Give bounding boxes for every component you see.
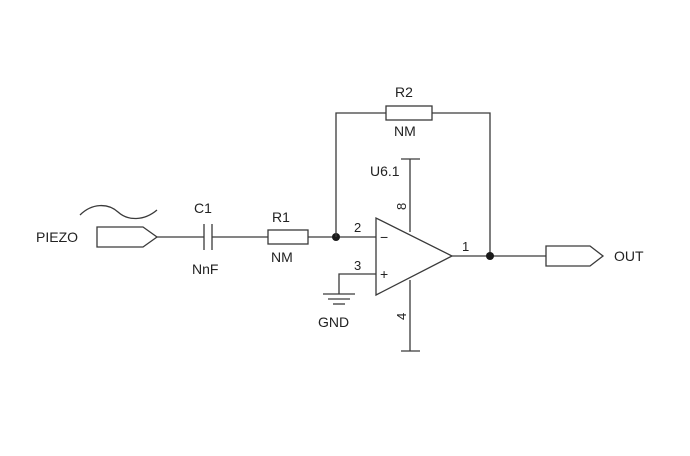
opamp-ref: U6.1 <box>370 163 400 179</box>
pin-2-label: 2 <box>354 220 361 235</box>
c1-ref: C1 <box>194 200 212 216</box>
wire-noninverting-gnd <box>338 273 376 294</box>
piezo-wave-icon <box>79 204 158 220</box>
input-port-shape <box>96 226 159 248</box>
r1-ref: R1 <box>272 209 290 225</box>
pin-3-label: 3 <box>354 258 361 273</box>
r2-ref: R2 <box>395 84 413 100</box>
output-port-shape <box>545 245 605 267</box>
r2-value: NM <box>394 123 416 139</box>
opamp-noninverting-symbol: + <box>380 266 388 282</box>
c1-value: NnF <box>192 261 218 277</box>
node-output <box>486 252 494 260</box>
ground-label: GND <box>318 314 349 330</box>
pin-8-label: 8 <box>394 203 409 210</box>
input-port-label: PIEZO <box>36 229 78 245</box>
output-port-label: OUT <box>614 248 644 264</box>
pin-4-label: 4 <box>394 313 409 320</box>
opamp-inverting-symbol: − <box>380 229 388 245</box>
r2-body <box>385 105 433 121</box>
pin-1-label: 1 <box>462 239 469 254</box>
r1-value: NM <box>271 249 293 265</box>
r1-body <box>267 229 309 245</box>
opamp-body <box>375 216 454 297</box>
